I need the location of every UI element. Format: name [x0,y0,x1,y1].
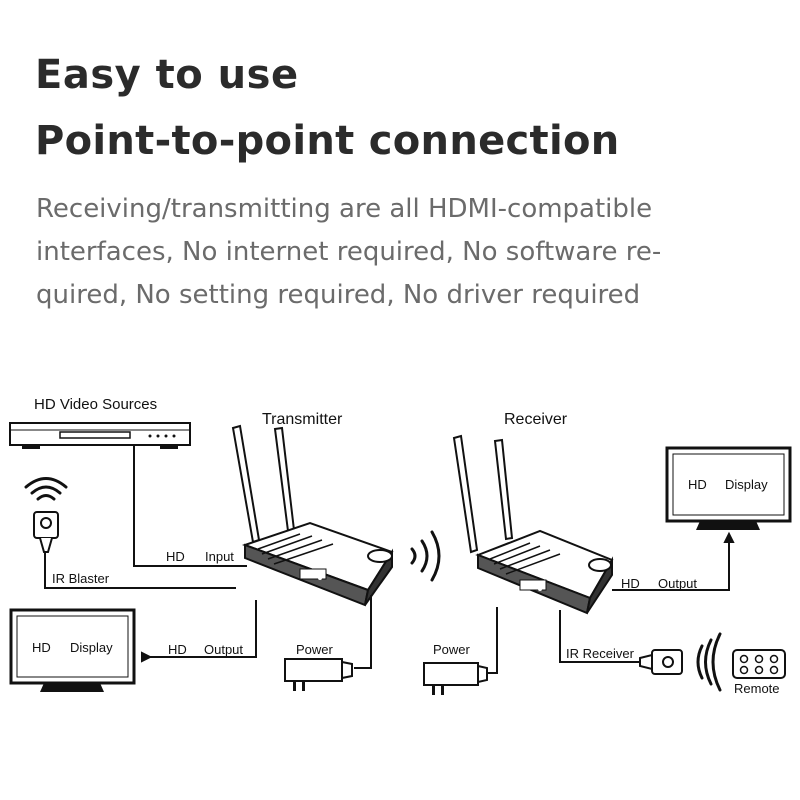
right-display-label: Display [725,477,768,492]
ir-blaster-device [24,477,68,501]
input-cable [133,445,247,567]
remote-label: Remote [734,681,780,696]
transmitter-label: Transmitter [262,411,343,428]
ir-blaster-sensor [33,511,59,553]
tx-input-hd-label: HD [166,549,185,564]
ir-receiver-label: IR Receiver [566,646,635,661]
hd-video-source-device [9,422,191,449]
rx-power-adapter [423,607,498,695]
description-line-2: interfaces, No internet required, No sof… [36,237,662,267]
heading-easy-to-use: Easy to use [35,52,299,98]
left-cables [44,445,257,663]
right-display-hd-label: HD [688,477,707,492]
wireless-signal-icon [410,530,441,582]
description-line-3: quired, No setting required, No driver r… [36,280,641,310]
ir-blaster-label: IR Blaster [52,571,110,586]
ir-receiver-sensor [639,649,683,675]
right-hd-display [665,446,792,530]
hd-video-sources-label: HD Video Sources [34,396,157,413]
tx-input-label: Input [205,549,234,564]
tx-power-label: Power [296,642,334,657]
transmitter-device [231,424,394,607]
ir-wave-icon [696,632,722,692]
left-display-label: Display [70,640,113,655]
ir-blaster-cable [44,552,236,589]
rx-power-label: Power [433,642,471,657]
rx-output-cable [612,531,735,591]
heading-point-to-point: Point-to-point connection [35,118,620,164]
remote-control [732,649,786,679]
tx-output-hd-label: HD [168,642,187,657]
output-cable [150,600,257,658]
tx-power-adapter [284,595,372,691]
receiver-device [452,434,614,615]
rx-output-hd-label: HD [621,576,640,591]
description: Receiving/transmitting are all HDMI-comp… [36,188,736,317]
tx-output-label: Output [204,642,243,657]
description-line-1: Receiving/transmitting are all HDMI-comp… [36,194,653,224]
left-hd-display [9,608,136,692]
rx-output-label: Output [658,576,697,591]
receiver-label: Receiver [504,411,568,428]
ir-receiver-cable [559,610,640,663]
left-display-hd-label: HD [32,640,51,655]
